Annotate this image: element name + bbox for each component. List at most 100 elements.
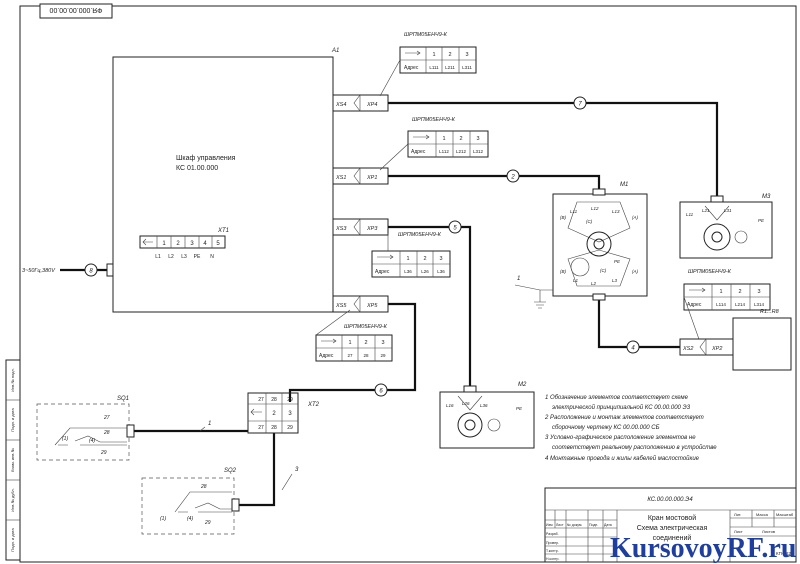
terminal-label: PE [194, 254, 201, 260]
cables [60, 101, 719, 507]
cable-title: ШРПМ05ЕНЧ9-К [412, 117, 456, 123]
org-label: КП-382 [776, 551, 791, 556]
cable-addr: Адрес [404, 65, 419, 71]
motor-label: (B) [560, 269, 567, 274]
motor-label: (A) [632, 269, 639, 274]
supply-label: 3~50Гц,380V [22, 268, 56, 274]
connector-xs: XS2 [682, 346, 693, 352]
motor-label: L2 [591, 281, 597, 286]
cable-number: 6 [379, 389, 383, 395]
cable-val: L214 [735, 302, 746, 307]
motor-label: PE [614, 259, 621, 264]
side-label: Инв.№ дубл. [10, 488, 15, 512]
terminal-bottom: 27 [258, 425, 264, 431]
terminal-num: 1 [162, 241, 166, 247]
terminal-label: L1 [155, 254, 161, 260]
motor-label: (A) [632, 215, 639, 220]
motor-label: (B) [560, 215, 567, 220]
motor-ref: М2 [518, 382, 527, 388]
doc-code: КС.00.00.000.Э4 [647, 497, 693, 503]
doc-name: соединений [653, 534, 692, 542]
lit-label: Лит. [734, 512, 741, 517]
side-label: Подп. и дата [10, 407, 15, 431]
cable-val: L314 [754, 302, 765, 307]
cable-tables: ШРПМ05ЕНЧ9-К 1 2 3 Адрес L111 L211 L311 … [315, 32, 771, 362]
cable-num: 2 [448, 52, 451, 58]
motor-label: L1 [573, 278, 579, 283]
switch-label: (4) [187, 516, 193, 522]
switch-label: (1) [160, 516, 166, 522]
cable-num: 3 [465, 52, 468, 58]
side-strip: Инв.№ подл. Подп. и дата Взам. инв.№ Инв… [5, 359, 21, 561]
control-cabinet: А1 Шкаф управления КС 01.00.000 ХТ1 1 2 … [112, 48, 339, 313]
sheet-frame [19, 5, 797, 563]
row-label: Провер. [546, 541, 559, 545]
motor-label: L26 [462, 401, 470, 406]
cable-val: 28 [363, 353, 369, 358]
cable-addr: Адрес [319, 353, 334, 359]
cable-title: ШРПМ05ЕНЧ9-К [344, 324, 388, 330]
cable-number: 5 [453, 226, 457, 232]
cable-addr: Адрес [375, 269, 390, 275]
cable-number: 1 [208, 421, 211, 427]
mass-label: Масса [756, 512, 769, 517]
motor-label: PE [516, 406, 523, 411]
terminal-ref: ХТ1 [217, 228, 229, 234]
connector-xp: ХР4 [366, 102, 377, 108]
note-line: 2 Расположение и монтаж элементов соотве… [544, 415, 704, 421]
col-header: № докум. [567, 523, 582, 527]
connector-xs: XS4 [335, 102, 346, 108]
col-header: Дата [604, 523, 612, 527]
cable-num: 2 [423, 256, 426, 262]
terminal-label: L3 [181, 254, 187, 260]
cable-val: L26 [421, 269, 429, 274]
resistor-box: R1...R8 XS2 ХР2 [679, 309, 792, 371]
motor-label: L21 [702, 208, 710, 213]
motor-label: L13 [612, 209, 620, 214]
title-block: КС.00.00.000.Э4 Кран мостовой Схема элек… [544, 487, 797, 563]
connector-xp: ХР2 [711, 346, 722, 352]
col-header: Подп. [589, 523, 598, 527]
motor-label: L11 [570, 209, 578, 214]
cable-number: 8 [89, 269, 93, 275]
sheets-label: Листов [762, 529, 775, 534]
motor-label: PE [758, 218, 765, 223]
row-label: Разраб. [546, 532, 559, 536]
cable-addr: Адрес [687, 302, 702, 308]
cabinet-connectors: XS4 ХР4 XS1 ХР1 XS3 ХР3 XS5 ХР5 [332, 94, 389, 313]
resistor-ref: R1...R8 [760, 309, 780, 315]
motor-m3: М3 L11 L21 L31 PE [679, 194, 773, 259]
terminal-num: 5 [216, 241, 220, 247]
motor-label: L11 [686, 212, 694, 217]
switch-label: (1) [62, 436, 68, 442]
connector-xp: ХР5 [366, 303, 378, 309]
motor-m2: М2 L16 L26 L36 PE [439, 382, 535, 449]
cable-num: 1 [406, 256, 409, 262]
side-label: Инв.№ подл. [10, 368, 15, 392]
cable-number: 7 [578, 102, 582, 108]
terminal-num: 4 [203, 241, 207, 247]
notes: 1 Обозначение элементов соответствует сх… [544, 395, 717, 462]
cable-number: 3 [295, 467, 299, 473]
note-line: 3 Условно-графическое расположение элеме… [545, 435, 696, 441]
terminal-ref: ХТ2 [307, 402, 320, 408]
terminal-xt2: ХТ2 27 28 29 2 3 27 28 29 [247, 392, 320, 434]
note-line: электрической принципиальной КС 00.00.00… [552, 404, 691, 411]
motor-ref: М3 [762, 194, 771, 200]
switch-label: (4) [89, 438, 95, 444]
cabinet-code: КС 01.00.000 [176, 165, 218, 172]
connector-xp: ХР1 [366, 175, 377, 181]
cable-val: L112 [439, 149, 449, 154]
note-line: соответствует реальному расположению в у… [552, 444, 717, 451]
cable-num: 2 [738, 289, 741, 295]
cable-title: ШРПМ05ЕНЧ9-К [398, 232, 442, 238]
terminal-num: 3 [190, 241, 194, 247]
cable-num: 2 [459, 136, 462, 142]
watermark-logo: KursovoyRF.ru [610, 533, 796, 564]
side-label: Взам. инв.№ [10, 448, 15, 472]
switch-ref: SQ2 [224, 468, 237, 474]
sheet-label: Лист [734, 529, 743, 534]
cabinet-ref: А1 [331, 48, 339, 54]
